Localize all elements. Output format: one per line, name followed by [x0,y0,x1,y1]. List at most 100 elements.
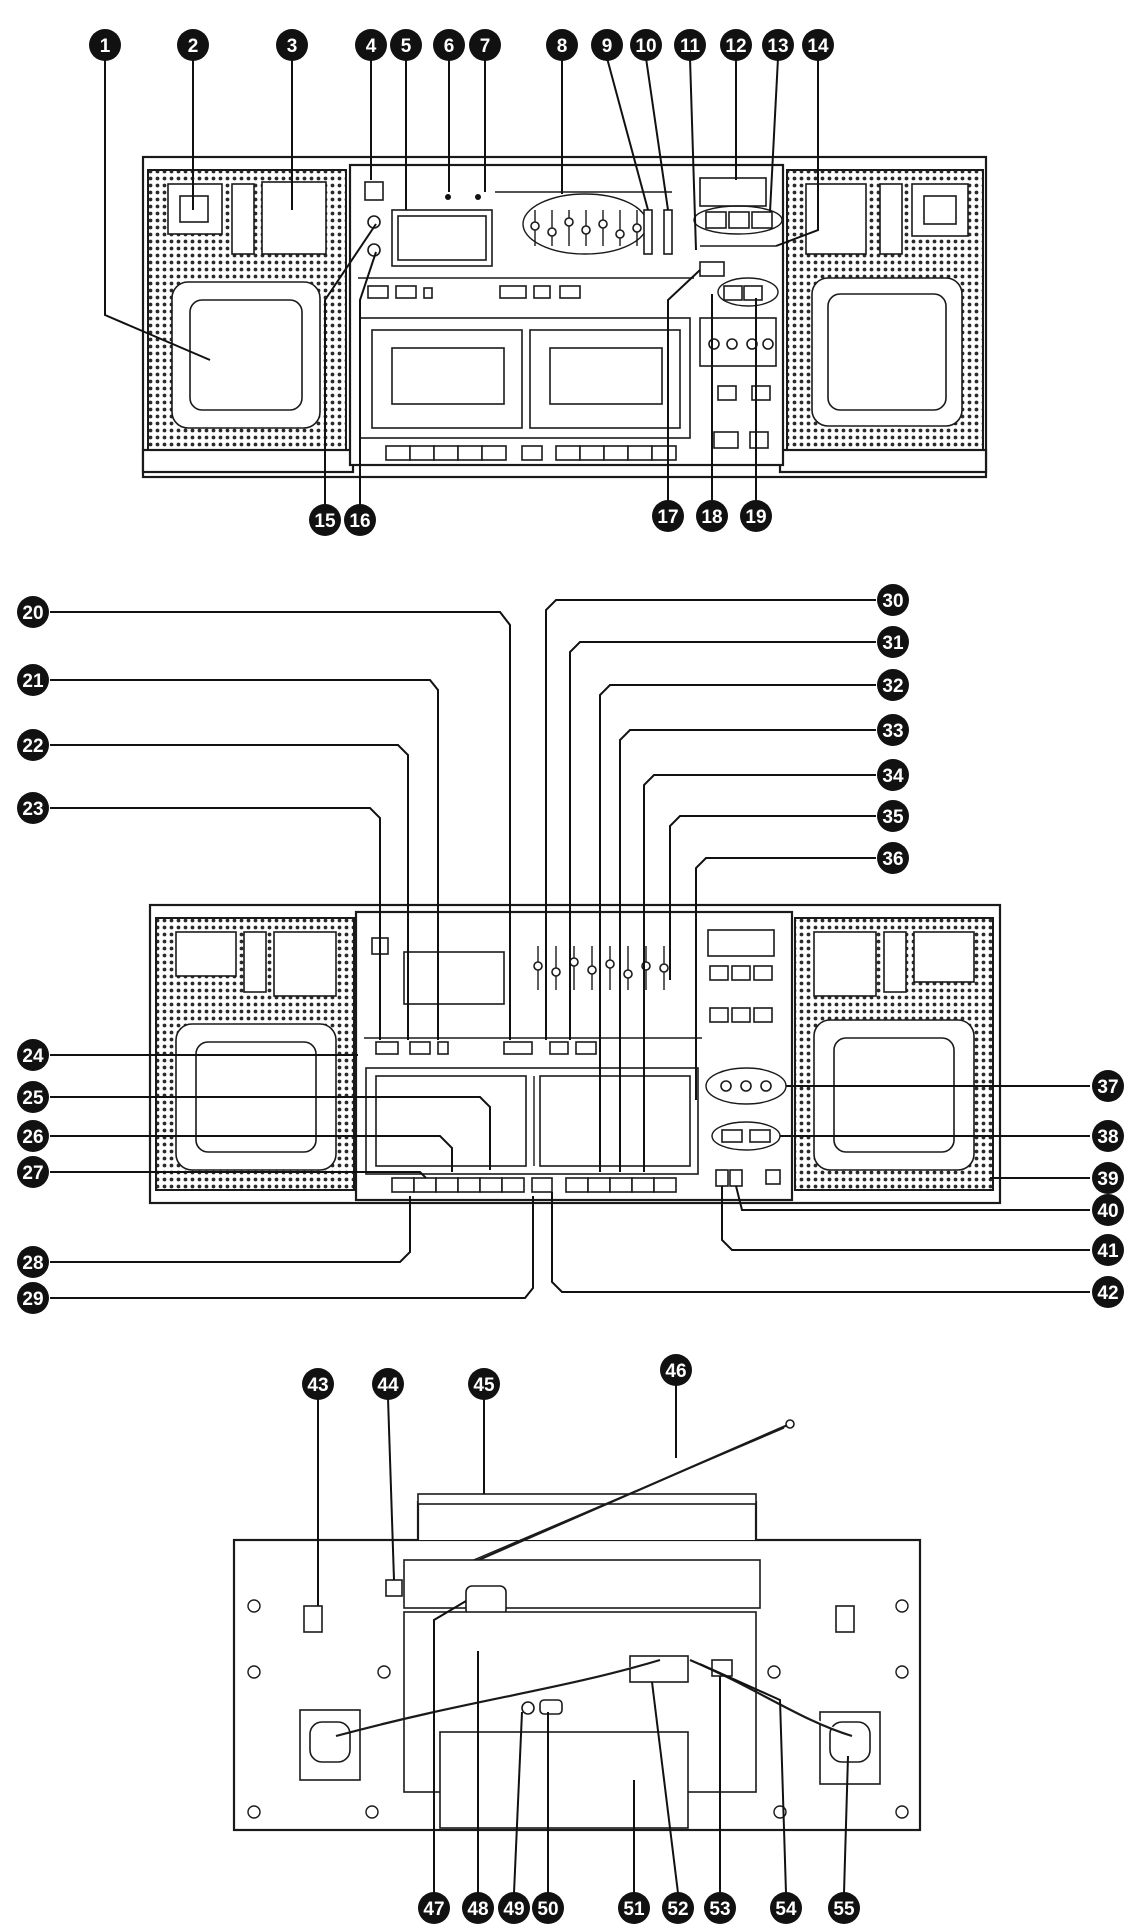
callout-circle [17,1039,49,1071]
callout-circle [877,584,909,616]
leader-line-32 [599,684,876,1172]
leader-line-44 [387,1397,395,1581]
callout-number: 32 [882,676,903,697]
callout-17: 17 [652,500,684,532]
callout-36: 36 [877,842,909,874]
callout-circle [17,729,49,761]
callout-circle [17,1081,49,1113]
leader-line-16 [359,251,377,505]
callout-circle [1092,1234,1124,1266]
leader-line-29 [50,1196,534,1299]
callout-circle [355,29,387,61]
right-woofer-inner [827,293,947,411]
callout-number: 1 [100,36,111,57]
callout-24: 24 [17,1039,49,1071]
left-speaker-slot [231,183,255,255]
left-midrange [261,181,327,255]
callout-number: 44 [377,1375,399,1396]
left-speaker-terminal [309,1721,351,1763]
leader-line-1 [104,58,211,361]
callout-1: 1 [89,29,121,61]
callout-53: 53 [704,1892,736,1924]
callout-number: 12 [725,36,746,57]
callout-30: 30 [877,584,909,616]
callout-52: 52 [662,1892,694,1924]
leader-line-30 [545,599,876,1040]
equalizer-sliders [530,210,642,246]
callout-number: 42 [1097,1283,1118,1304]
callout-circle [1092,1162,1124,1194]
cassette-window-b [549,347,663,405]
callout-number: 33 [882,721,903,742]
leader-line-13 [769,57,779,213]
callout-circle [532,1892,564,1924]
callout-number: 26 [22,1127,43,1148]
callout-circle [372,1368,404,1400]
callout-22: 22 [17,729,49,761]
callout-18: 18 [696,500,728,532]
leader-line-55 [843,1755,849,1894]
leader-line-21 [50,679,439,1040]
callout-circle [591,29,623,61]
callout-circle [276,29,308,61]
callout-number: 52 [667,1899,688,1920]
callout-circle [662,1892,694,1924]
power-button [364,181,384,201]
callout-number: 47 [423,1899,444,1920]
callout-number: 20 [22,603,43,624]
hanger-43 [303,1605,323,1633]
callout-number: 30 [882,591,903,612]
callout-15: 15 [309,504,341,536]
callout-number: 2 [188,36,199,57]
callout-7: 7 [469,29,501,61]
hanger-right [835,1605,855,1633]
callout-circle [652,500,684,532]
callout-circle [1092,1120,1124,1152]
handle-grip [417,1493,757,1505]
callout-4: 4 [355,29,387,61]
callout-number: 25 [22,1088,44,1109]
callout-39: 39 [1092,1162,1124,1194]
callout-circle [177,29,209,61]
callout-number: 50 [537,1899,558,1920]
callout-38: 38 [1092,1120,1124,1152]
callout-number: 3 [287,36,298,57]
front-top-view [141,155,988,479]
callout-circle [877,714,909,746]
callout-42: 42 [1092,1276,1124,1308]
callout-circle [89,29,121,61]
callout-43: 43 [302,1368,334,1400]
callout-number: 5 [401,36,412,57]
callout-number: 31 [882,633,904,654]
callout-37: 37 [1092,1070,1124,1102]
callout-26: 26 [17,1120,49,1152]
callout-circle [877,669,909,701]
mode-button-a [705,211,727,229]
right-slot-2 [883,931,907,993]
callout-33: 33 [877,714,909,746]
switch-lower-c [713,431,739,449]
left-slot-2 [243,931,267,993]
callout-number: 55 [833,1899,855,1920]
slider-10 [663,209,673,255]
jack-bottom [367,243,381,257]
level-display [699,177,767,207]
callout-8: 8 [546,29,578,61]
callout-14: 14 [802,29,834,61]
callout-circle [1092,1276,1124,1308]
left-tweeter-2 [175,931,237,977]
callout-circle [433,29,465,61]
leader-line-31 [569,641,876,1040]
callout-circle [17,1282,49,1314]
leader-line-17 [667,269,701,502]
callout-54: 54 [770,1892,802,1924]
callout-41: 41 [1092,1234,1124,1266]
callout-number: 7 [480,36,491,57]
callout-35: 35 [877,800,909,832]
leader-line-15 [324,223,377,505]
carry-handle [416,1500,758,1540]
callout-circle [309,504,341,536]
callout-circle [302,1368,334,1400]
leader-line-47 [433,1600,467,1893]
